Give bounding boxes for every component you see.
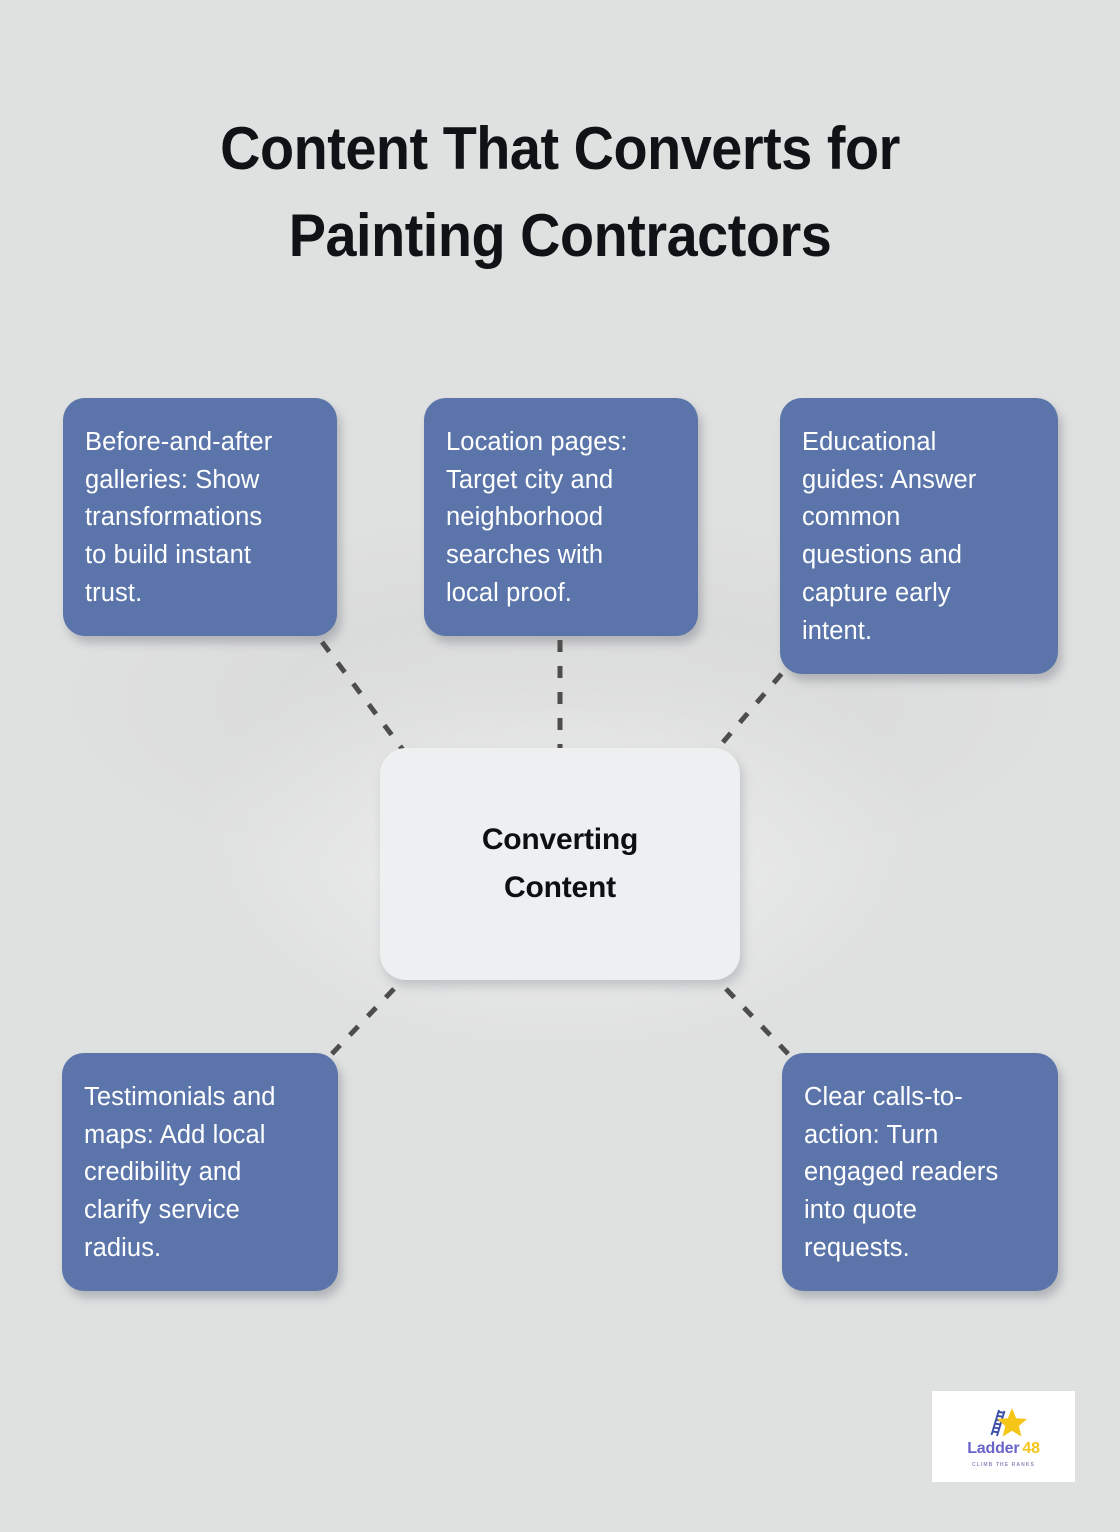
node-label: Location pages: Target city and neighbor… [446, 428, 628, 607]
node-label: Testimonials and maps: Add local credibi… [84, 1083, 276, 1262]
node-label: Clear calls-to- action: Turn engaged rea… [804, 1083, 999, 1262]
node-testimonials-and-maps[interactable]: Testimonials and maps: Add local credibi… [62, 1053, 338, 1291]
node-educational-guides[interactable]: Educational guides: Answer common questi… [780, 398, 1058, 674]
node-label: Educational guides: Answer common questi… [802, 428, 977, 645]
hub-label: Converting Content [481, 823, 639, 904]
connector-hub-to-educational-guides [704, 662, 792, 764]
center-hub-converting-content[interactable]: Converting Content [380, 748, 740, 980]
connector-hub-to-testimonials-and-maps [324, 968, 414, 1062]
node-label: Before-and-after galleries: Show transfo… [85, 428, 273, 607]
logo-name-accent: 48 [1022, 1439, 1040, 1457]
logo-tagline: CLIMB THE RANKS [972, 1461, 1035, 1468]
node-before-and-after-galleries[interactable]: Before-and-after galleries: Show transfo… [63, 398, 337, 636]
page-title: Content That Converts for Painting Contr… [220, 115, 900, 269]
connector-hub-to-clear-calls-to-action [706, 968, 796, 1062]
connector-hub-to-before-and-after-galleries [320, 640, 414, 764]
logo-name-main: Ladder [967, 1439, 1020, 1457]
node-clear-calls-to-action[interactable]: Clear calls-to- action: Turn engaged rea… [782, 1053, 1058, 1291]
node-location-pages[interactable]: Location pages: Target city and neighbor… [424, 398, 698, 636]
ladder-star-logo-icon [990, 1407, 1027, 1437]
